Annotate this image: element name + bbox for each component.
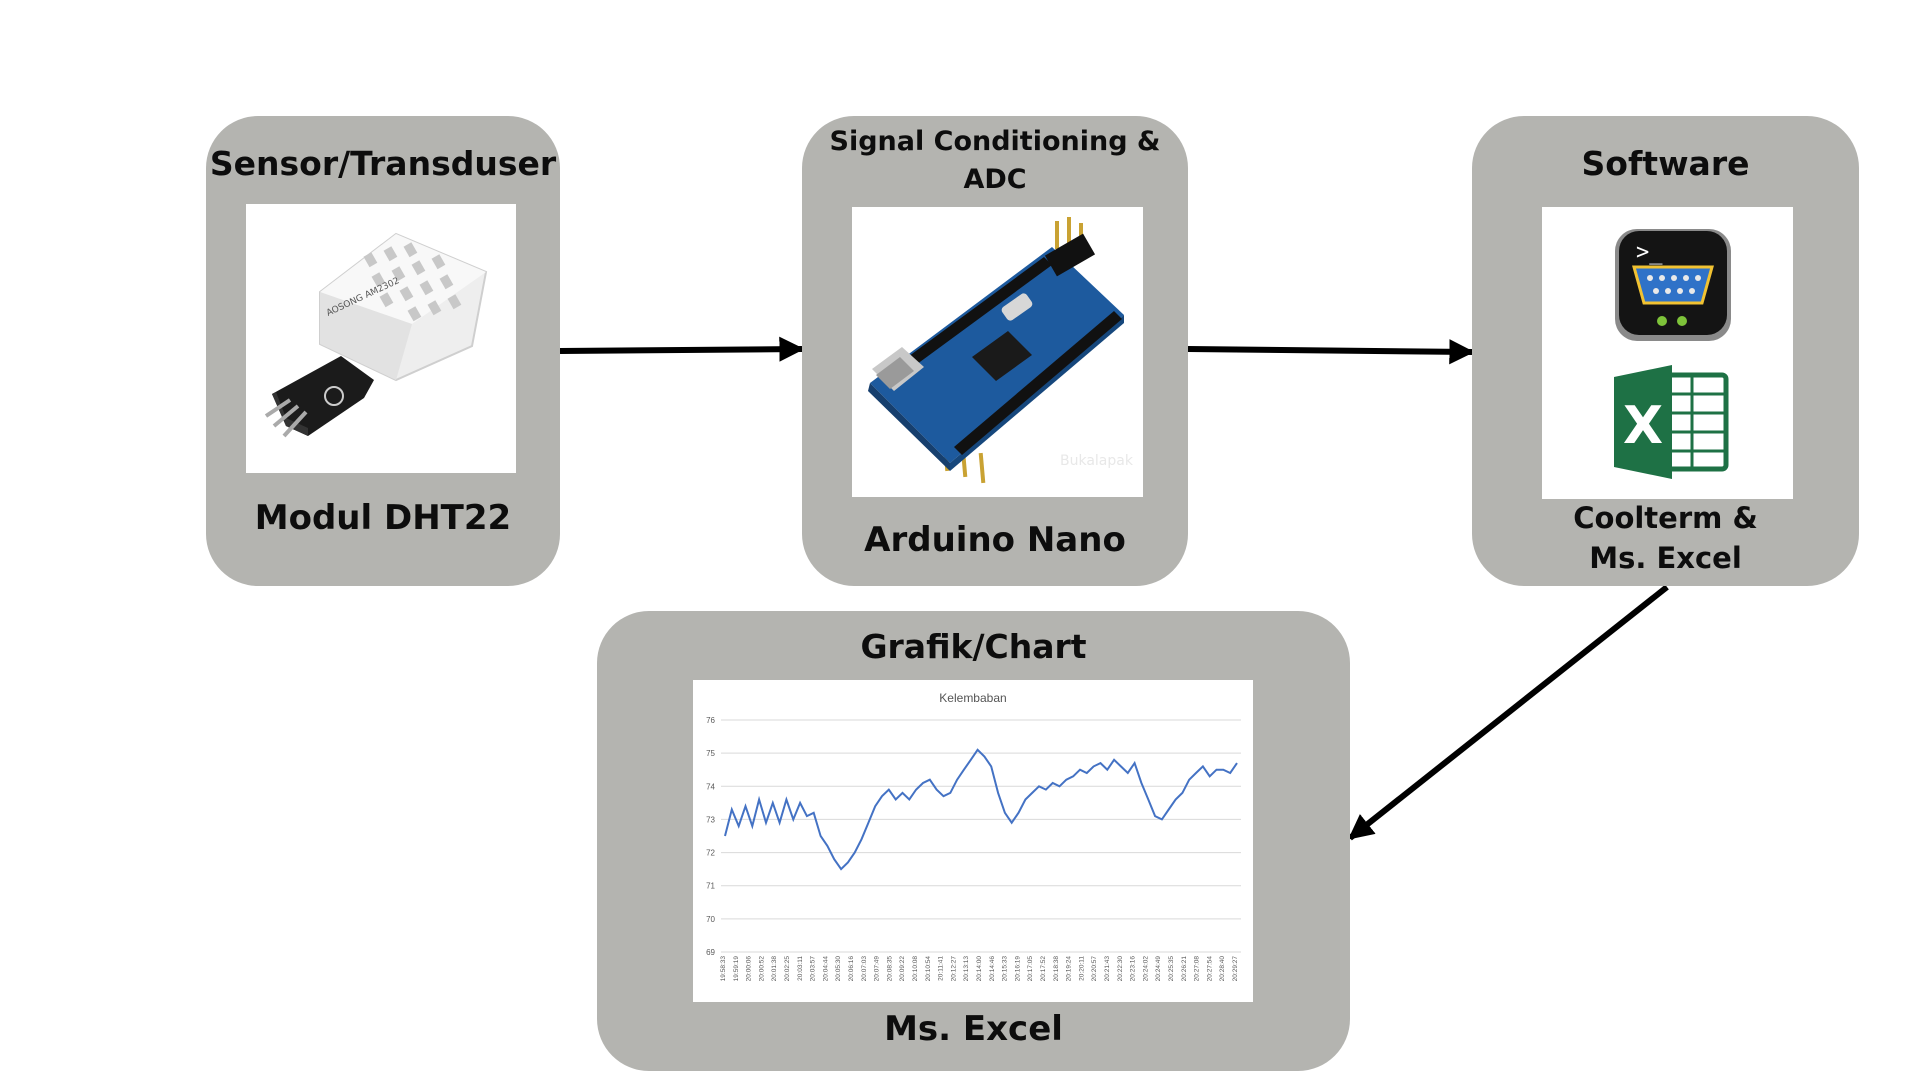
chart-ytick-label: 69 bbox=[706, 948, 715, 957]
chart-xtick-label: 20:09:22 bbox=[899, 956, 906, 982]
chart-xtick-label: 20:14:00 bbox=[976, 956, 983, 982]
arduino-nano-image: Bukalapak bbox=[852, 207, 1143, 497]
software-block: Software >_ bbox=[1472, 116, 1859, 586]
software-caption-line2: Ms. Excel bbox=[1589, 541, 1742, 575]
software-icons: >_ X bbox=[1614, 229, 1731, 479]
chart-xtick-label: 20:22:30 bbox=[1117, 956, 1124, 982]
sensor-block: Sensor/Transduser bbox=[206, 116, 560, 586]
chart-xtick-label: 20:27:54 bbox=[1206, 956, 1213, 982]
chart-xtick-label: 20:00:06 bbox=[746, 956, 753, 982]
chart-xtick-label: 20:12:27 bbox=[950, 956, 957, 982]
chart-xtick-label: 20:10:54 bbox=[925, 956, 932, 982]
chart-xtick-label: 19:59:19 bbox=[733, 956, 740, 982]
chart-xtick-label: 20:25:35 bbox=[1168, 956, 1175, 982]
chart-ytick-label: 73 bbox=[706, 815, 715, 824]
chart-xtick-label: 20:14:46 bbox=[989, 956, 996, 982]
chart-ytick-label: 71 bbox=[706, 882, 715, 891]
dht22-image: AOSONG AM2302 bbox=[246, 204, 516, 473]
chart-xtick-label: 20:20:57 bbox=[1091, 956, 1098, 982]
chart-title: Kelembaban bbox=[939, 691, 1006, 705]
chart-xtick-label: 20:29:27 bbox=[1232, 956, 1239, 982]
excel-icon: X bbox=[1614, 365, 1729, 479]
chart-ytick-label: 76 bbox=[706, 716, 715, 725]
chart-xtick-label: 20:08:35 bbox=[886, 956, 893, 982]
software-caption-line1: Coolterm & bbox=[1573, 501, 1758, 535]
chart-xtick-label: 20:03:57 bbox=[810, 956, 817, 982]
chart-xtick-label: 20:04:44 bbox=[822, 956, 829, 982]
chart-caption: Ms. Excel bbox=[884, 1009, 1063, 1049]
arduino-nano-board-icon: Bukalapak bbox=[868, 217, 1134, 484]
adc-block: Signal Conditioning & ADC bbox=[802, 116, 1188, 586]
chart-xtick-label: 20:01:38 bbox=[771, 956, 778, 982]
chart-xtick-label: 20:17:52 bbox=[1040, 956, 1047, 982]
chart-xtick-label: 20:15:33 bbox=[1002, 956, 1009, 982]
software-block-title: Software bbox=[1581, 144, 1750, 183]
chart-xtick-label: 20:24:49 bbox=[1155, 956, 1162, 982]
chart-xtick-label: 20:16:19 bbox=[1014, 956, 1021, 982]
chart-xtick-label: 19:58:33 bbox=[720, 956, 727, 982]
humidity-line-chart: Kelembaban 69 70 71 72 73 74 75 76 19:58:33 19:5… bbox=[706, 691, 1241, 982]
coolterm-serial-port-icon: >_ bbox=[1615, 229, 1731, 341]
chart-xtick-label: 20:23:16 bbox=[1130, 956, 1137, 982]
adc-caption: Arduino Nano bbox=[864, 520, 1126, 560]
terminal-prompt-text: >_ bbox=[1636, 240, 1663, 265]
chart-block-title: Grafik/Chart bbox=[860, 627, 1087, 666]
chart-xtick-label: 20:02:25 bbox=[784, 956, 791, 982]
chart-xtick-label: 20:24:02 bbox=[1142, 956, 1149, 982]
chart-xtick-label: 20:13:13 bbox=[963, 956, 970, 982]
arrow-adc-to-software bbox=[1187, 339, 1475, 365]
chart-ytick-label: 75 bbox=[706, 749, 715, 758]
chart-xtick-label: 20:07:49 bbox=[874, 956, 881, 982]
chart-xtick-label: 20:17:05 bbox=[1027, 956, 1034, 982]
chart-xtick-label: 20:20:11 bbox=[1078, 956, 1085, 981]
chart-xtick-label: 20:19:24 bbox=[1066, 956, 1073, 982]
chart-series-line bbox=[724, 748, 1238, 871]
chart-xtick-label: 20:05:30 bbox=[835, 956, 842, 982]
chart-ytick-label: 74 bbox=[706, 782, 715, 791]
chart-xtick-label: 20:07:03 bbox=[861, 956, 868, 982]
chart-xtick-label: 20:21:43 bbox=[1104, 956, 1111, 982]
sensor-caption: Modul DHT22 bbox=[254, 498, 512, 538]
chart-xtick-label: 20:06:16 bbox=[848, 956, 855, 982]
arrow-sensor-to-adc bbox=[559, 336, 805, 362]
dht22-sensor-module-icon: AOSONG AM2302 bbox=[264, 232, 488, 438]
chart-ytick-label: 70 bbox=[706, 915, 715, 924]
chart-ytick-label: 72 bbox=[706, 849, 715, 858]
chart-xtick-label: 20:10:08 bbox=[912, 956, 919, 982]
software-icons-panel: >_ X bbox=[1542, 207, 1793, 499]
adc-block-title-line1: Signal Conditioning & bbox=[829, 126, 1161, 157]
watermark-text: Bukalapak bbox=[1060, 453, 1134, 469]
arrow-software-to-chart bbox=[1348, 584, 1669, 841]
chart-xtick-label: 20:11:41 bbox=[938, 956, 945, 981]
excel-letter: X bbox=[1623, 396, 1663, 456]
sensor-block-title: Sensor/Transduser bbox=[209, 144, 557, 183]
chart-xtick-label: 20:00:52 bbox=[758, 956, 765, 982]
chart-block: Grafik/Chart Kelembaban 69 70 71 72 73 74 75 76… bbox=[597, 611, 1350, 1071]
chart-xtick-label: 20:26:21 bbox=[1181, 956, 1188, 982]
adc-block-title-line2: ADC bbox=[963, 164, 1027, 195]
chart-xtick-label: 20:28:40 bbox=[1219, 956, 1226, 982]
chart-xtick-label: 20:27:08 bbox=[1194, 956, 1201, 982]
chart-image: Kelembaban 69 70 71 72 73 74 75 76 19:58:33 19:5… bbox=[693, 680, 1253, 1002]
chart-xtick-label: 20:18:38 bbox=[1053, 956, 1060, 982]
chart-xtick-label: 20:03:11 bbox=[797, 956, 804, 981]
